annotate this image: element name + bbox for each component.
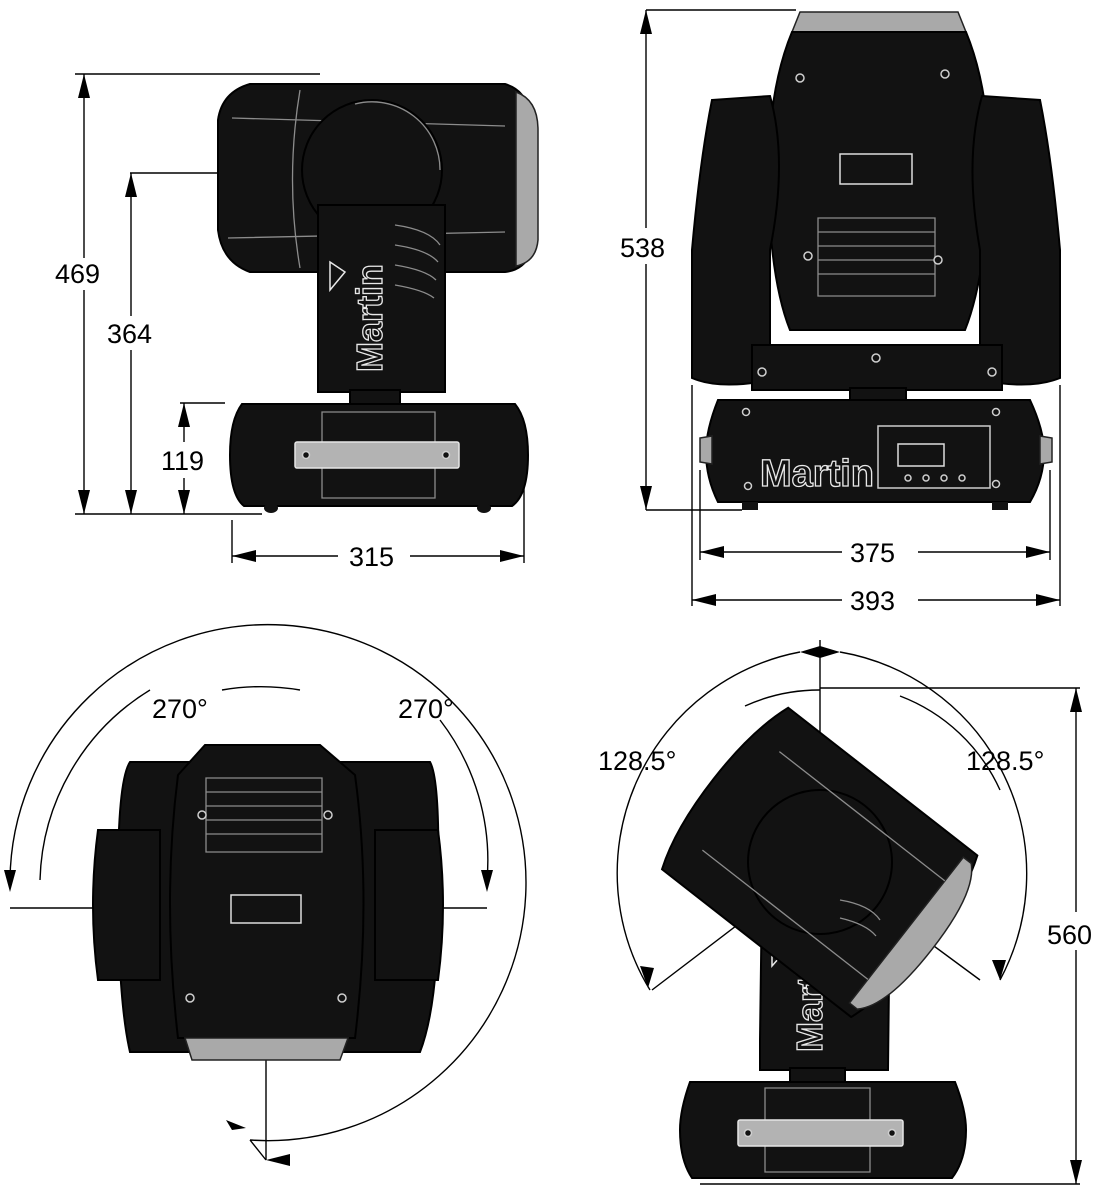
dim-pan-right: 270° — [398, 694, 454, 724]
dim-front-total-height: 538 — [620, 233, 665, 263]
dim-tilted-total-height: 560 — [1047, 920, 1092, 950]
side-view: Martin 469 364 119 315 — [55, 73, 539, 572]
dim-tilt-right: 128.5° — [966, 746, 1044, 776]
brand-logo-side: Martin — [349, 264, 390, 372]
tilted-view: Martin 128.5° 128.5° 560 — [598, 640, 1092, 1185]
top-view-pan: 270° 270° — [4, 623, 527, 1166]
dim-front-base-width: 375 — [850, 538, 895, 568]
carry-handle-tilted — [737, 1119, 904, 1147]
dim-front-total-width: 393 — [850, 586, 895, 616]
front-view: Martin 538 375 393 — [620, 9, 1061, 616]
dim-pan-left: 270° — [152, 694, 208, 724]
brand-logo-front: Martin — [760, 453, 874, 495]
dim-tilt-left: 128.5° — [598, 746, 676, 776]
dim-side-tilt-axis-height: 364 — [107, 319, 152, 349]
dim-side-base-width: 315 — [349, 542, 394, 572]
dim-side-base-height: 119 — [161, 446, 204, 476]
dim-side-total-height: 469 — [55, 259, 100, 289]
carry-handle-side — [294, 441, 460, 469]
